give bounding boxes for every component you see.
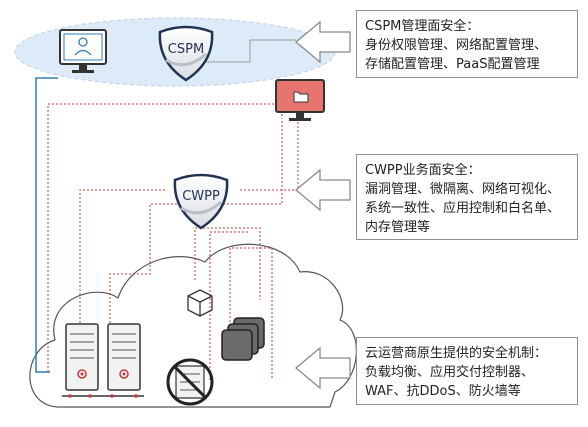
cspm-callout-box: CSPM管理面安全： 身份权限管理、网络配置管理、 存储配置管理、PaaS配置管… — [356, 10, 578, 78]
cwpp-shield-badge: CWPP — [173, 173, 229, 230]
blocked-server-icon — [166, 358, 214, 406]
red-dotted-links — [47, 103, 299, 380]
cspm-shield-badge: CSPM — [158, 25, 214, 82]
cwpp-callout-box: CWPP业务面安全： 漏洞管理、微隔离、网络可视化、 系统一致性、应用控制和白名… — [356, 154, 578, 240]
cloud-callout-title: 云运营商原生提供的安全机制： — [365, 346, 548, 361]
cspm-callout-line: 存储配置管理、PaaS配置管理 — [365, 57, 540, 72]
cspm-callout-title: CSPM管理面安全： — [365, 19, 480, 34]
user-monitor-icon — [59, 29, 107, 73]
cloud-callout-line: WAF、抗DDoS、防火墙等 — [365, 384, 521, 399]
cwpp-badge-label: CWPP — [182, 189, 220, 204]
cwpp-callout-line: 漏洞管理、微隔离、网络可视化、 — [365, 182, 561, 197]
cloud-callout-line: 负载均衡、应用交付控制器、 — [365, 365, 535, 380]
arrow-left-icon — [294, 20, 351, 64]
stacked-instances-icon — [221, 317, 265, 361]
server-base-dots — [68, 394, 138, 398]
folder-monitor-icon — [275, 79, 325, 121]
cspm-badge-label: CSPM — [168, 42, 204, 57]
cloud-native-callout-box: 云运营商原生提供的安全机制： 负载均衡、应用交付控制器、 WAF、抗DDoS、防… — [356, 337, 578, 405]
cwpp-callout-line: 内存管理等 — [365, 220, 431, 235]
arrow-left-icon — [294, 346, 351, 390]
server-rack-icon — [65, 323, 99, 391]
server-rack-icon — [107, 323, 141, 391]
container-cube-icon — [187, 289, 213, 317]
cwpp-callout-title: CWPP业务面安全： — [365, 163, 481, 178]
arrow-left-icon — [294, 168, 351, 212]
cwpp-callout-line: 系统一致性、应用控制和白名单、 — [365, 201, 561, 216]
blue-link-line — [35, 77, 58, 373]
cspm-callout-line: 身份权限管理、网络配置管理、 — [365, 38, 548, 53]
